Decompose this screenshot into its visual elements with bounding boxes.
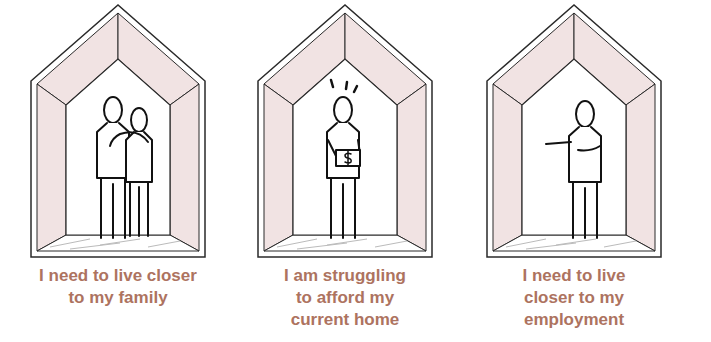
hugging-figures (97, 97, 152, 238)
floor-panel (264, 235, 426, 251)
wall-panel (170, 84, 199, 251)
house-outline (486, 3, 662, 259)
house-frame: I need to live closer to my employment (486, 3, 662, 333)
house-outer (31, 5, 205, 257)
back-wall (66, 59, 170, 235)
back-wall (522, 59, 626, 235)
floor-panel (493, 235, 655, 251)
house-outer (258, 5, 432, 257)
back-wall (293, 59, 397, 235)
wall-panel (37, 84, 66, 251)
house-outline (30, 3, 206, 259)
floor-panel (37, 235, 199, 251)
pointing-figure (546, 101, 601, 238)
house-frame: I need to live closer to my family (30, 3, 206, 333)
worried-figure (327, 80, 360, 238)
wall-panel (397, 84, 426, 251)
wall-panel (493, 84, 522, 251)
wall-panel (626, 84, 655, 251)
house-outline (257, 3, 433, 259)
house-caption: I am struggling to afford my current hom… (279, 265, 411, 331)
floor-hatching (277, 239, 407, 249)
wall-panel (264, 84, 293, 251)
house-caption: I need to live closer to my employment (508, 265, 640, 331)
floor-hatching (50, 239, 180, 249)
house-caption: I need to live closer to my family (34, 265, 202, 309)
house-outer (487, 5, 661, 257)
house-frame: I am struggling to afford my current hom… (257, 3, 433, 333)
floor-hatching (506, 239, 636, 249)
